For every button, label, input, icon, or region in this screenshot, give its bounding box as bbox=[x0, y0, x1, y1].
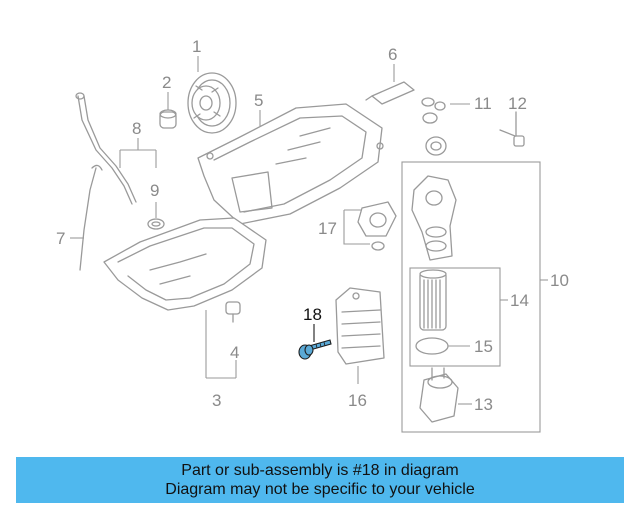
part-2-plug[interactable] bbox=[159, 109, 177, 129]
assembly-box-10 bbox=[401, 161, 541, 433]
callout-6: 6 bbox=[388, 45, 397, 64]
callout-14: 14 bbox=[510, 291, 529, 310]
assembly-box-14 bbox=[409, 267, 501, 367]
callout-1: 1 bbox=[192, 37, 201, 56]
part-3-lower-oil-pan[interactable] bbox=[103, 217, 267, 311]
part-5-upper-oil-pan[interactable] bbox=[197, 103, 384, 225]
part-14-filter-element[interactable] bbox=[419, 269, 447, 331]
callout-11: 11 bbox=[474, 94, 492, 113]
callout-12: 12 bbox=[508, 94, 527, 113]
part-17-adapter[interactable] bbox=[357, 201, 397, 251]
callout-9: 9 bbox=[150, 181, 159, 200]
part-4-drain-plug[interactable] bbox=[225, 301, 241, 323]
leader-17 bbox=[343, 209, 370, 245]
callout-10: 10 bbox=[550, 271, 569, 290]
banner-line-2: Diagram may not be specific to your vehi… bbox=[165, 481, 475, 498]
part-7-dipstick[interactable] bbox=[79, 164, 103, 271]
banner-line-1: Part or sub-assembly is #18 in diagram bbox=[181, 462, 459, 479]
parts-diagram: 1 2 5 6 11 12 bbox=[56, 37, 569, 433]
part-12-bolt[interactable] bbox=[499, 111, 525, 147]
part-9-seal-ring[interactable] bbox=[147, 218, 165, 230]
part-16-oil-cooler[interactable] bbox=[335, 287, 385, 365]
part-11-seals[interactable] bbox=[421, 97, 447, 156]
info-banner: Part or sub-assembly is #18 in diagram D… bbox=[16, 457, 624, 503]
leader-8 bbox=[119, 138, 157, 168]
callout-3: 3 bbox=[212, 391, 221, 410]
part-18-bolt[interactable] bbox=[298, 339, 332, 360]
callout-7: 7 bbox=[56, 229, 65, 248]
leader-3-4 bbox=[205, 310, 237, 379]
part-13-filter-cap[interactable] bbox=[419, 367, 459, 423]
callout-17: 17 bbox=[318, 219, 337, 238]
callout-4: 4 bbox=[230, 343, 239, 362]
part-15-o-ring[interactable] bbox=[415, 337, 449, 355]
part-1-pulley[interactable] bbox=[187, 72, 237, 134]
callout-15: 15 bbox=[474, 337, 493, 356]
callout-8: 8 bbox=[132, 119, 141, 138]
part-8-dipstick-tube[interactable] bbox=[75, 92, 137, 205]
callout-16: 16 bbox=[348, 391, 367, 410]
callout-5: 5 bbox=[254, 91, 263, 110]
callout-13: 13 bbox=[474, 395, 493, 414]
part-10-filter-housing[interactable] bbox=[411, 175, 457, 261]
callout-18: 18 bbox=[303, 305, 322, 324]
callout-2: 2 bbox=[162, 73, 171, 92]
part-6-sealant-tube[interactable] bbox=[365, 81, 415, 105]
